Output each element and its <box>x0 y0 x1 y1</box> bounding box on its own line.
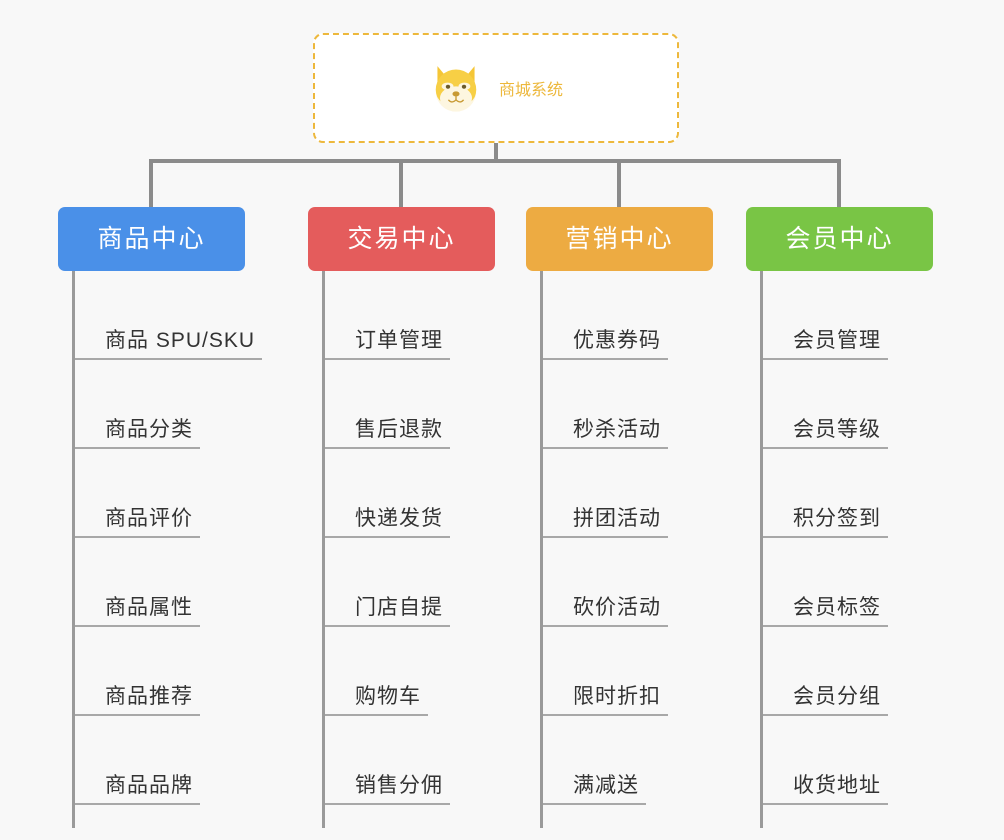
leaf-label: 秒杀活动 <box>573 417 661 441</box>
leaf-label: 销售分佣 <box>355 773 443 797</box>
leaf-item[interactable]: 快递发货 <box>308 449 528 538</box>
leaf-label: 会员管理 <box>793 328 881 352</box>
leaf-label: 限时折扣 <box>573 684 661 708</box>
leaf-item[interactable]: 商品评价 <box>58 449 278 538</box>
category-column-member: 会员中心 会员管理 会员等级 积分签到 会员标签 会员分组 收货地址 <box>746 207 966 828</box>
leaf-list-marketing: 优惠券码 秒杀活动 拼团活动 砍价活动 限时折扣 满减送 <box>526 271 746 805</box>
leaf-item[interactable]: 商品分类 <box>58 360 278 449</box>
column-trunk-line <box>540 271 543 828</box>
leaf-list-member: 会员管理 会员等级 积分签到 会员标签 会员分组 收货地址 <box>746 271 966 805</box>
leaf-label: 商品推荐 <box>105 684 193 708</box>
category-header-label: 营销中心 <box>565 224 674 253</box>
leaf-label: 收货地址 <box>793 773 881 797</box>
leaf-item[interactable]: 限时折扣 <box>526 627 746 716</box>
leaf-item[interactable]: 售后退款 <box>308 360 528 449</box>
leaf-item[interactable]: 积分签到 <box>746 449 966 538</box>
leaf-label: 积分签到 <box>793 506 881 530</box>
root-title: 商城系统 <box>498 82 563 99</box>
leaf-item[interactable]: 购物车 <box>308 627 528 716</box>
leaf-label: 快递发货 <box>355 506 443 530</box>
leaf-label: 会员分组 <box>793 684 881 708</box>
leaf-label: 拼团活动 <box>573 506 661 530</box>
leaf-item[interactable]: 会员管理 <box>746 271 966 360</box>
leaf-label: 售后退款 <box>355 417 443 441</box>
category-column-product: 商品中心 商品 SPU/SKU 商品分类 商品评价 商品属性 商品推荐 商品品牌 <box>58 207 278 828</box>
category-header-label: 商品中心 <box>97 224 206 253</box>
leaf-item[interactable]: 会员等级 <box>746 360 966 449</box>
leaf-label: 订单管理 <box>355 328 443 352</box>
leaf-label: 砍价活动 <box>573 595 661 619</box>
leaf-item[interactable]: 收货地址 <box>746 716 966 805</box>
leaf-label: 商品 SPU/SKU <box>105 328 256 352</box>
connector-drop-2 <box>399 159 403 209</box>
connector-drop-3 <box>617 159 621 209</box>
leaf-item[interactable]: 会员标签 <box>746 538 966 627</box>
shiba-dog-face-icon <box>435 66 477 112</box>
leaf-item[interactable]: 砍价活动 <box>526 538 746 627</box>
leaf-item[interactable]: 拼团活动 <box>526 449 746 538</box>
leaf-label: 门店自提 <box>355 595 443 619</box>
leaf-item[interactable]: 商品 SPU/SKU <box>58 271 278 360</box>
leaf-item[interactable]: 商品属性 <box>58 538 278 627</box>
connector-drop-1 <box>149 159 153 209</box>
leaf-label: 购物车 <box>355 684 421 708</box>
leaf-item[interactable]: 门店自提 <box>308 538 528 627</box>
leaf-item[interactable]: 订单管理 <box>308 271 528 360</box>
leaf-item[interactable]: 优惠券码 <box>526 271 746 360</box>
category-header-marketing[interactable]: 营销中心 <box>526 207 713 271</box>
leaf-label: 满减送 <box>573 773 639 797</box>
leaf-label: 商品品牌 <box>105 773 193 797</box>
leaf-label: 商品属性 <box>105 595 193 619</box>
leaf-item[interactable]: 秒杀活动 <box>526 360 746 449</box>
connector-drop-4 <box>837 159 841 209</box>
leaf-label: 商品分类 <box>105 417 193 441</box>
category-header-member[interactable]: 会员中心 <box>746 207 933 271</box>
category-header-product[interactable]: 商品中心 <box>58 207 245 271</box>
category-header-label: 交易中心 <box>347 224 456 253</box>
column-trunk-line <box>760 271 763 828</box>
leaf-item[interactable]: 销售分佣 <box>308 716 528 805</box>
category-column-trade: 交易中心 订单管理 售后退款 快递发货 门店自提 购物车 销售分佣 <box>308 207 528 828</box>
category-header-label: 会员中心 <box>785 224 894 253</box>
leaf-label: 会员标签 <box>793 595 881 619</box>
leaf-item[interactable]: 满减送 <box>526 716 746 805</box>
leaf-label: 商品评价 <box>105 506 193 530</box>
column-trunk-line <box>72 271 75 828</box>
leaf-item[interactable]: 商品品牌 <box>58 716 278 805</box>
connector-root-stem <box>494 143 498 163</box>
leaf-list-trade: 订单管理 售后退款 快递发货 门店自提 购物车 销售分佣 <box>308 271 528 805</box>
leaf-list-product: 商品 SPU/SKU 商品分类 商品评价 商品属性 商品推荐 商品品牌 <box>58 271 278 805</box>
leaf-label: 优惠券码 <box>573 328 661 352</box>
leaf-label: 会员等级 <box>793 417 881 441</box>
leaf-item[interactable]: 会员分组 <box>746 627 966 716</box>
column-trunk-line <box>322 271 325 828</box>
category-column-marketing: 营销中心 优惠券码 秒杀活动 拼团活动 砍价活动 限时折扣 满减送 <box>526 207 746 828</box>
leaf-item[interactable]: 商品推荐 <box>58 627 278 716</box>
root-node[interactable]: 商城系统 <box>313 33 679 143</box>
category-header-trade[interactable]: 交易中心 <box>308 207 495 271</box>
connector-horizontal-bus <box>149 159 841 163</box>
